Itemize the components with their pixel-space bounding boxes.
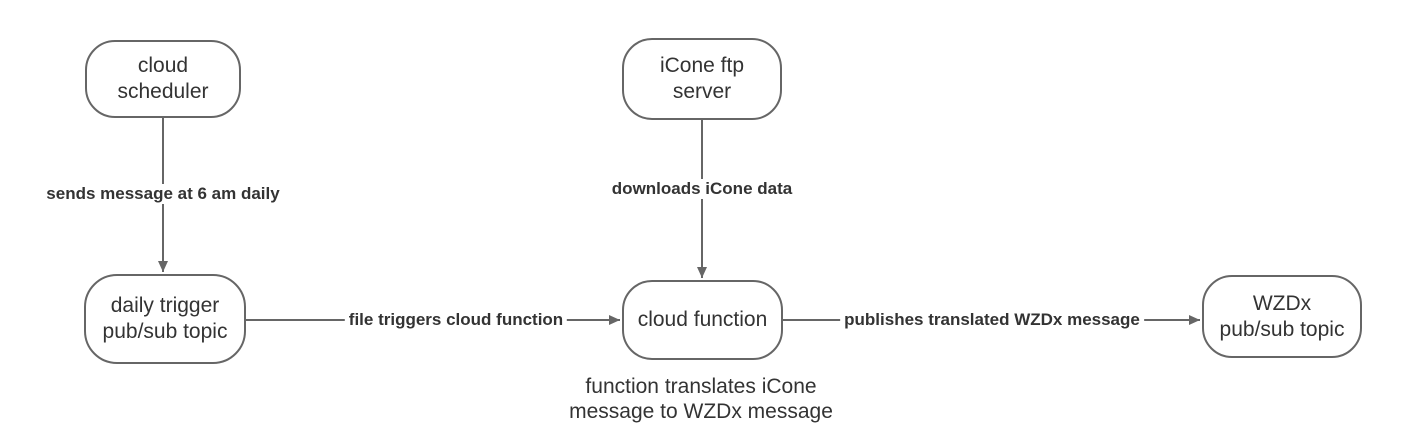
edge-label-publishes-wzdx: publishes translated WZDx message — [840, 310, 1144, 330]
node-wzdx-pubsub-topic: WZDx pub/sub topic — [1202, 275, 1362, 358]
node-icone-ftp-server-label: iCone ftp server — [659, 54, 745, 103]
edge-label-downloads-icone-data: downloads iCone data — [607, 179, 797, 199]
node-icone-ftp-server: iCone ftp server — [622, 38, 782, 120]
node-cloud-function-label: cloud function — [637, 308, 768, 331]
node-daily-trigger-pubsub-topic: daily trigger pub/sub topic — [84, 274, 246, 364]
node-daily-trigger-pubsub-topic-label: daily trigger pub/sub topic — [102, 294, 228, 343]
node-cloud-scheduler-label: cloud scheduler — [117, 54, 209, 103]
edge-label-sends-message: sends message at 6 am daily — [42, 184, 284, 204]
edge-label-file-triggers-function: file triggers cloud function — [344, 310, 568, 330]
node-wzdx-pubsub-topic-label: WZDx pub/sub topic — [1219, 291, 1345, 341]
node-cloud-function: cloud function — [622, 280, 783, 360]
node-cloud-scheduler: cloud scheduler — [85, 40, 241, 118]
cloud-function-caption: function translates iCone message to WZD… — [569, 375, 833, 423]
